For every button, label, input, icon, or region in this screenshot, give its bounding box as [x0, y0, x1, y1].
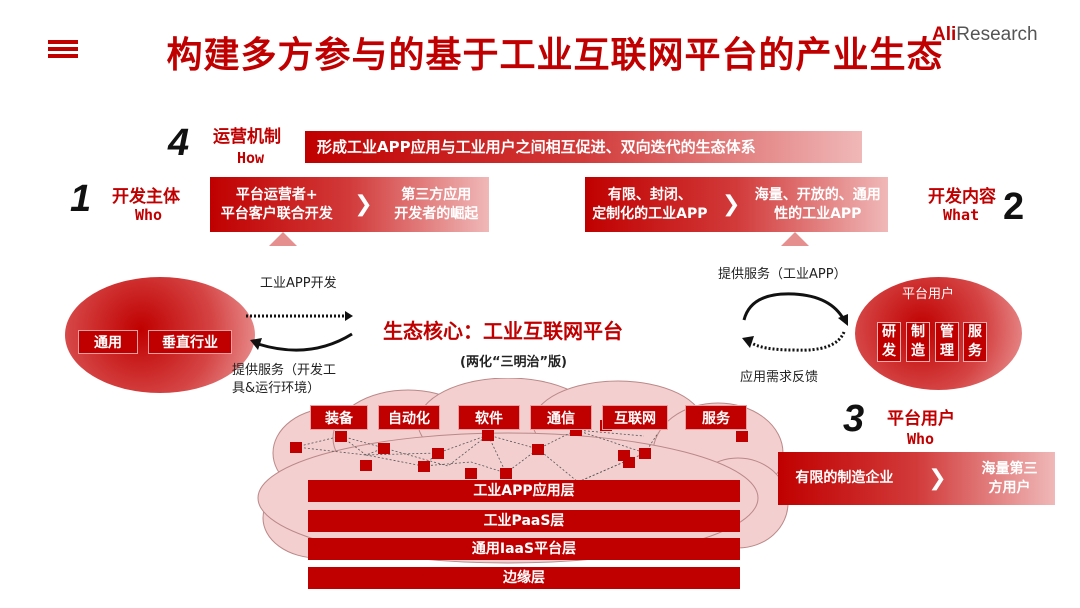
arrow-label-dev: 工业APP开发 — [260, 276, 337, 291]
layer-app: 工业APP应用层 — [308, 480, 740, 502]
user-circle-title: 平台用户 — [902, 287, 955, 302]
layer-paas: 工业PaaS层 — [308, 510, 740, 532]
core-title: 生态核心：工业互联网平台 — [383, 319, 623, 343]
users-label: 平台用户 — [887, 409, 955, 429]
col-management: 管 理 — [935, 322, 959, 362]
users-box: 有限的制造企业 ❯ 海量第三 方用户 — [778, 452, 1055, 505]
step-number-4: 4 — [168, 122, 190, 164]
brand-logo: AliResearch — [932, 24, 1038, 45]
developer-box: 平台运营者+ 平台客户联合开发 ❯ 第三方应用 开发者的崛起 — [210, 177, 489, 232]
pointer-triangle — [781, 232, 809, 246]
content-box: 有限、封闭、 定制化的工业APP ❯ 海量、开放的、通用 性的工业APP — [585, 177, 888, 232]
layer-iaas: 通用IaaS平台层 — [308, 538, 740, 560]
module-service: 服务 — [685, 405, 747, 430]
arrow-label-app-service: 提供服务（工业APP） — [718, 267, 847, 282]
module-communication: 通信 — [530, 405, 592, 430]
mechanism-en: How — [237, 149, 265, 167]
content-label: 开发内容 — [928, 187, 996, 207]
users-en: Who — [907, 430, 935, 448]
step-number-3: 3 — [843, 398, 865, 440]
users-from: 有限的制造企业 — [795, 470, 894, 486]
module-internet: 互联网 — [602, 405, 668, 430]
content-en: What — [943, 206, 980, 224]
col-rd: 研 发 — [877, 322, 901, 362]
core-subtitle: (两化“三明治”版) — [460, 355, 567, 370]
module-software: 软件 — [458, 405, 520, 430]
col-manufacturing: 制 造 — [906, 322, 930, 362]
page-title: 构建多方参与的基于工业互联网平台的产业生态 — [166, 35, 944, 76]
right-arrows — [742, 292, 848, 352]
developer-to: 第三方应用 开发者的崛起 — [394, 186, 479, 222]
arrow-label-feedback: 应用需求反馈 — [740, 370, 819, 385]
users-to: 海量第三 方用户 — [981, 460, 1038, 496]
chevron-right-icon: ❯ — [721, 192, 741, 217]
content-to: 海量、开放的、通用 性的工业APP — [754, 186, 881, 222]
developer-en: Who — [135, 206, 163, 224]
mechanism-label: 运营机制 — [213, 127, 281, 147]
mechanism-bar: 形成工业APP应用与工业用户之间相互促进、双向迭代的生态体系 — [305, 131, 862, 163]
menu-icon[interactable] — [48, 40, 78, 58]
arrow-label-service: 提供服务（开发工 具&运行环境） — [232, 363, 337, 396]
module-equipment: 装备 — [310, 405, 368, 430]
developer-label: 开发主体 — [112, 187, 180, 207]
chevron-right-icon: ❯ — [354, 192, 373, 217]
chevron-right-icon: ❯ — [928, 466, 947, 491]
content-from: 有限、封闭、 定制化的工业APP — [592, 186, 708, 222]
module-automation: 自动化 — [378, 405, 440, 430]
tag-vertical: 垂直行业 — [148, 330, 232, 354]
step-number-2: 2 — [1003, 186, 1025, 228]
step-number-1: 1 — [70, 178, 92, 220]
col-service: 服 务 — [963, 322, 987, 362]
developer-from: 平台运营者+ 平台客户联合开发 — [220, 186, 333, 222]
tag-general: 通用 — [78, 330, 138, 354]
layer-edge: 边缘层 — [308, 567, 740, 589]
pointer-triangle — [269, 232, 297, 246]
left-arrows — [246, 311, 353, 352]
